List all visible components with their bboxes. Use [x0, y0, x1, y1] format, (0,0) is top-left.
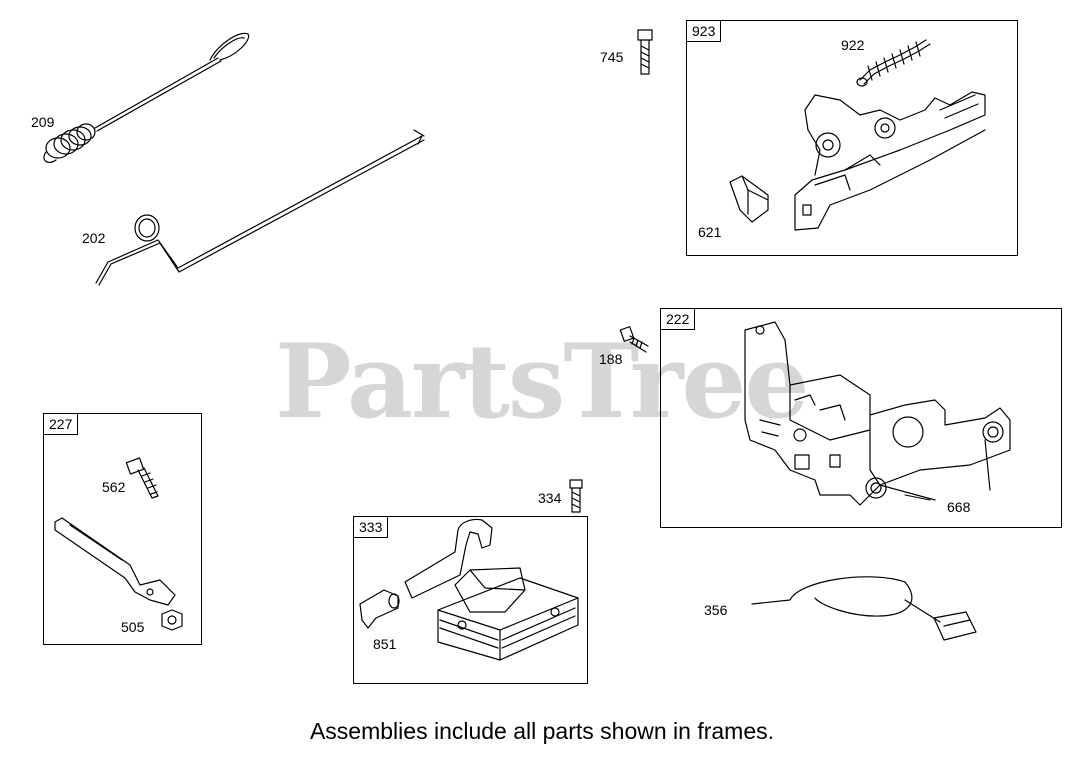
- frame-333: 333: [353, 516, 588, 684]
- frame-227: 227: [43, 413, 202, 645]
- callout-562: 562: [102, 479, 126, 495]
- callout-334: 334: [538, 490, 562, 506]
- part-356-wire-icon: [751, 576, 977, 641]
- part-188-screw-icon: [619, 326, 649, 353]
- diagram-caption: Assemblies include all parts shown in fr…: [309, 718, 775, 744]
- part-923-bracket-icon: [794, 91, 986, 231]
- callout-851: 851: [373, 636, 397, 652]
- part-505-lever-icon: [54, 517, 176, 606]
- part-333-coil-icon: [404, 518, 579, 661]
- callout-188: 188: [599, 351, 623, 367]
- part-745-screw-icon: [637, 29, 653, 75]
- callout-621: 621: [698, 224, 722, 240]
- part-202-link-icon: [95, 129, 425, 286]
- callout-922: 922: [841, 37, 865, 53]
- callout-668: 668: [947, 499, 971, 515]
- part-851-boot-icon: [359, 589, 400, 629]
- frame-227-tag: 227: [44, 414, 79, 435]
- callout-202: 202: [82, 230, 106, 246]
- part-222-bracket-icon: [744, 321, 1011, 506]
- callout-356: 356: [704, 602, 728, 618]
- part-209-spring-icon: [43, 32, 250, 164]
- callout-209: 209: [31, 114, 55, 130]
- callout-745: 745: [600, 49, 624, 65]
- frame-923-tag: 923: [687, 21, 722, 42]
- part-505-nut-icon: [161, 609, 183, 631]
- part-562-screw-icon: [125, 457, 159, 499]
- part-922-spring-icon: [856, 39, 931, 87]
- frame-222: 222: [660, 308, 1062, 528]
- part-621-clip-icon: [729, 175, 769, 223]
- watermark: PartsTree: [275, 322, 809, 442]
- part-334-screw-icon: [569, 479, 583, 513]
- frame-333-tag: 333: [354, 517, 389, 538]
- frame-222-tag: 222: [661, 309, 696, 330]
- frame-923: 923: [686, 20, 1018, 256]
- callout-505: 505: [121, 619, 145, 635]
- leader-668: [904, 494, 931, 501]
